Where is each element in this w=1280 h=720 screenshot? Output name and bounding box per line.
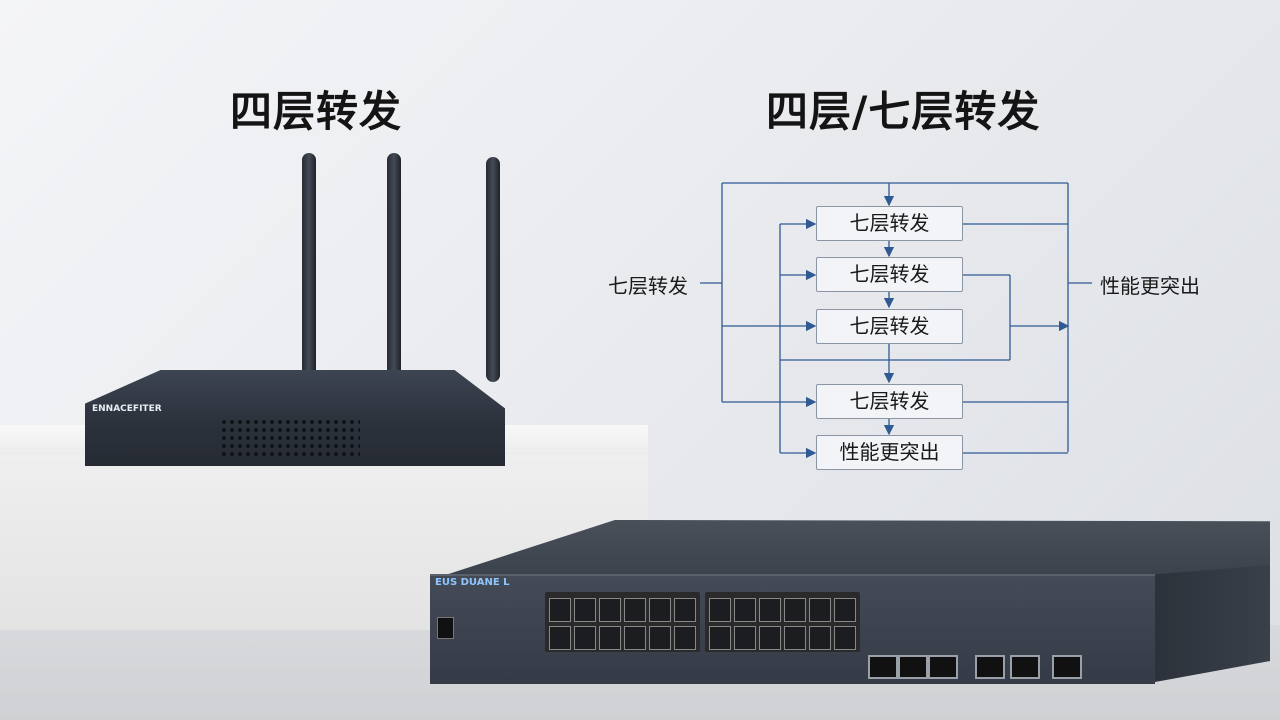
router-vent — [220, 418, 360, 458]
ethernet-port — [549, 626, 571, 650]
router-antenna — [302, 153, 316, 378]
diagram-output-label: 性能更突出 — [1100, 274, 1200, 298]
ethernet-port — [709, 626, 731, 650]
diagram-node: 性能更突出 — [816, 435, 963, 470]
ethernet-port — [649, 598, 671, 622]
ethernet-port — [549, 598, 571, 622]
ethernet-port — [809, 626, 831, 650]
ethernet-port — [734, 626, 756, 650]
router-antenna — [486, 157, 500, 382]
ethernet-port — [759, 626, 781, 650]
sfp-port — [1052, 655, 1082, 679]
sfp-port — [975, 655, 1005, 679]
ethernet-port — [709, 598, 731, 622]
power-button — [437, 617, 454, 639]
sfp-port — [928, 655, 958, 679]
ethernet-port — [574, 626, 596, 650]
ethernet-port — [674, 626, 696, 650]
ethernet-port — [624, 626, 646, 650]
port-bank — [705, 592, 860, 652]
sfp-port — [868, 655, 898, 679]
ethernet-port — [759, 598, 781, 622]
title-right: 四层/七层转发 — [766, 87, 1041, 136]
ethernet-port — [734, 598, 756, 622]
diagram-input-label: 七层转发 — [608, 274, 688, 298]
diagram-node: 七层转发 — [816, 309, 963, 344]
diagram-node: 七层转发 — [816, 206, 963, 241]
ethernet-port — [599, 598, 621, 622]
ethernet-port — [834, 598, 856, 622]
sfp-port — [898, 655, 928, 679]
ethernet-port — [574, 598, 596, 622]
diagram-node: 七层转发 — [816, 257, 963, 292]
title-left: 四层转发 — [230, 87, 403, 136]
ethernet-port — [834, 626, 856, 650]
router-brand-text: ENNACEFITER — [92, 404, 162, 414]
ethernet-port — [649, 626, 671, 650]
router-antenna — [387, 153, 401, 378]
switch-side-panel — [1155, 565, 1270, 682]
ethernet-port — [784, 626, 806, 650]
port-bank — [545, 592, 700, 652]
switch-label-text: EUS DUANE L — [435, 577, 510, 588]
ethernet-port — [624, 598, 646, 622]
ethernet-port — [599, 626, 621, 650]
diagram-node: 七层转发 — [816, 384, 963, 419]
ethernet-port — [674, 598, 696, 622]
ethernet-port — [809, 598, 831, 622]
ethernet-port — [784, 598, 806, 622]
sfp-port — [1010, 655, 1040, 679]
